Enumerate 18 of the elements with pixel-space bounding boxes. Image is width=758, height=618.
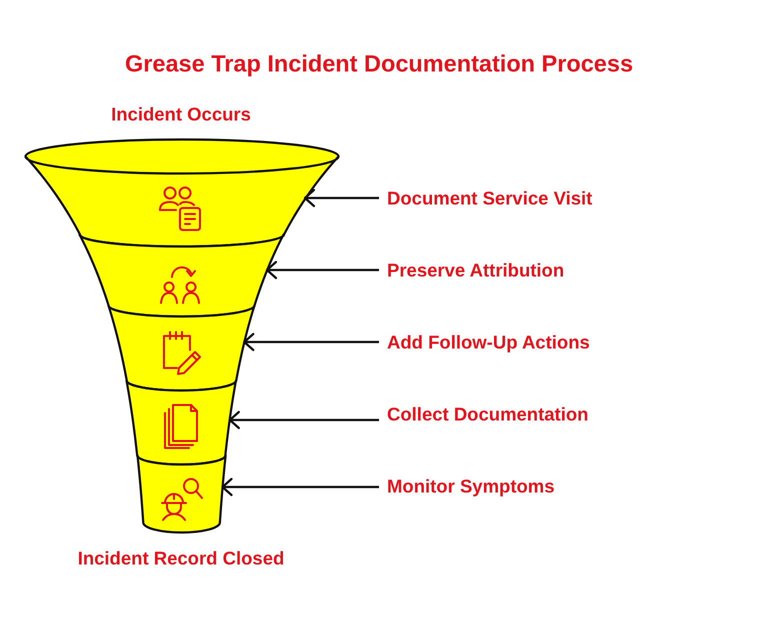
arrow [304, 188, 379, 208]
arrow [221, 478, 379, 496]
funnel-band [136, 454, 228, 534]
arrow [266, 260, 379, 280]
step-label: Preserve Attribution [387, 259, 564, 281]
arrow [243, 332, 379, 352]
arrow [228, 410, 379, 430]
stage-label: Incident Occurs [111, 103, 251, 125]
stage-label: Incident Record Closed [78, 547, 284, 569]
step-label: Add Follow-Up Actions [387, 331, 590, 353]
funnel-band [125, 378, 238, 466]
diagram-title: Grease Trap Incident Documentation Process [125, 50, 633, 78]
step-label: Monitor Symptoms [387, 475, 555, 497]
funnel-band [24, 138, 340, 248]
funnel-band [107, 304, 256, 392]
funnel-band [78, 232, 286, 318]
step-label: Document Service Visit [387, 187, 592, 209]
step-label: Collect Documentation [387, 403, 588, 425]
